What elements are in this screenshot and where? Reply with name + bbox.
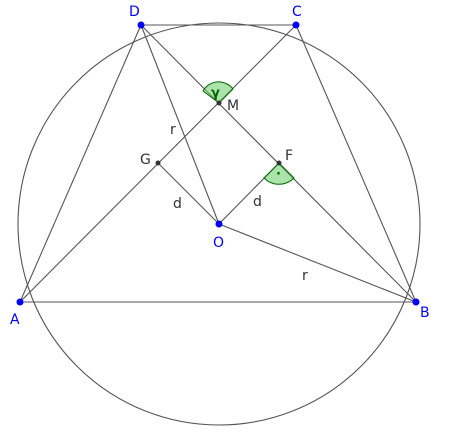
point-m — [216, 100, 222, 106]
label-a: A — [10, 312, 20, 328]
point-d — [137, 21, 145, 29]
label-d-left: d — [173, 196, 182, 212]
label-d-right: d — [253, 194, 262, 210]
label-b: B — [420, 305, 430, 321]
label-c: C — [292, 4, 302, 20]
side-bc — [295, 24, 417, 303]
label-r-upper: r — [170, 122, 176, 138]
point-c — [292, 21, 300, 29]
label-d: D — [129, 4, 140, 20]
point-a — [16, 298, 24, 306]
point-f — [276, 160, 282, 166]
right-angle-dot: · — [276, 167, 281, 182]
label-g: G — [140, 152, 151, 168]
label-f: F — [285, 148, 293, 164]
point-o — [215, 220, 223, 228]
label-o: O — [213, 235, 224, 251]
circumcircle — [17, 22, 421, 426]
label-r-lower: r — [302, 268, 308, 284]
side-da — [19, 24, 142, 303]
right-angle-marker — [263, 162, 295, 185]
perpendicular-og — [157, 162, 220, 225]
radius-od — [140, 24, 220, 225]
point-b — [412, 298, 420, 306]
point-g — [155, 160, 161, 166]
label-m: M — [227, 98, 239, 114]
radius-ob — [218, 223, 417, 303]
angle-gamma-arc — [202, 81, 234, 104]
angle-gamma-label: γ — [211, 86, 220, 101]
